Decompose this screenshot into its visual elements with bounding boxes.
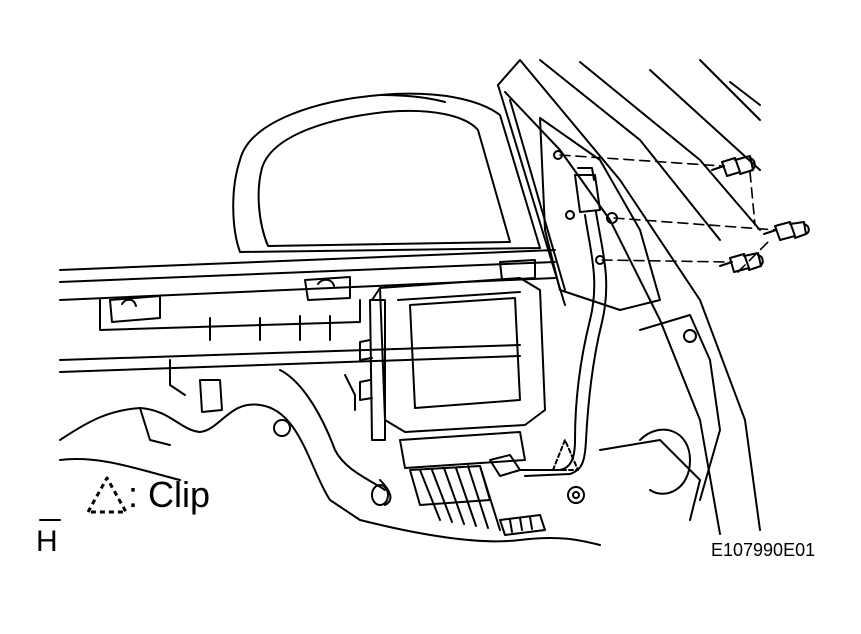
dashed-triangle-icon <box>86 476 128 514</box>
outside-mirror <box>232 92 541 253</box>
figure-code: E107990E01 <box>711 540 816 560</box>
lower-contours <box>39 458 181 521</box>
view-letter: H <box>36 525 58 558</box>
connector-bundle <box>419 454 546 536</box>
harness-clip-icon <box>552 439 579 471</box>
bolts <box>711 155 810 273</box>
legend-clip-label: : Clip <box>128 474 211 515</box>
door-inner-rails <box>59 249 556 373</box>
bolt-middle-icon <box>763 221 810 241</box>
side-cable <box>359 479 601 546</box>
door-inner-panel <box>59 314 721 521</box>
door-frame-lines <box>497 59 761 535</box>
bolt-leader-lines <box>559 154 777 273</box>
control-module <box>359 277 546 506</box>
rail-clips <box>109 259 536 323</box>
